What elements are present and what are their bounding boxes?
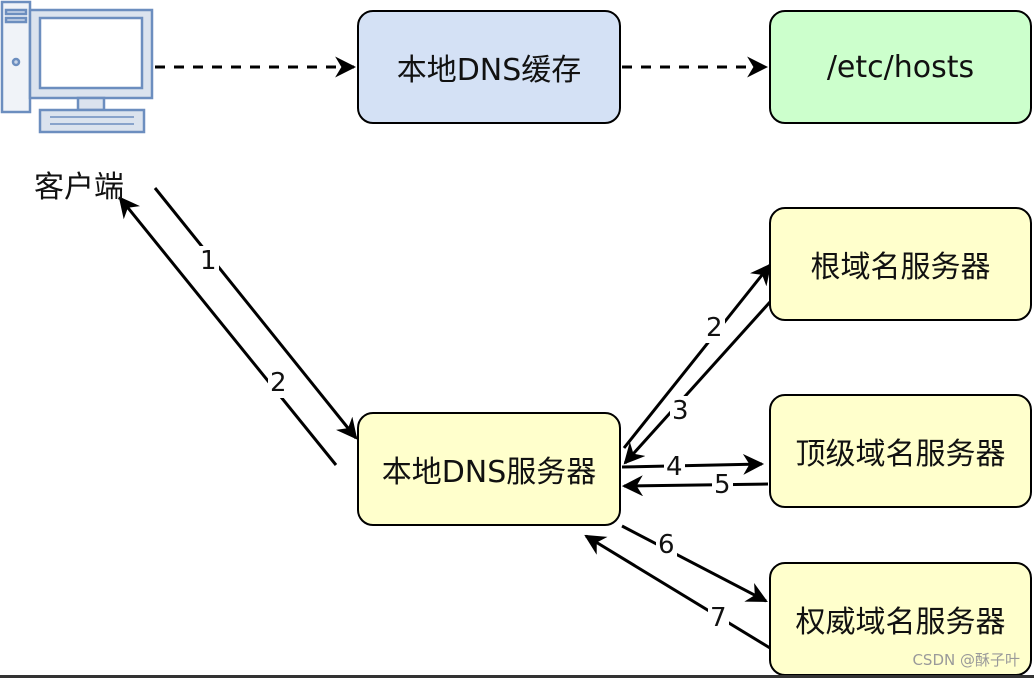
bottom-divider (0, 675, 1034, 678)
edge-local-dns-to-client (118, 196, 338, 466)
edge-local-dns-to-auth (621, 524, 768, 603)
edge-client-to-local-dns (153, 187, 358, 440)
edge-label-2-client: 2 (268, 368, 289, 398)
local-dns-server-node: 本地DNS服务器 (357, 412, 621, 526)
edge-label-4: 4 (664, 452, 685, 482)
edge-label-3: 3 (670, 396, 691, 426)
root-server-node: 根域名服务器 (769, 207, 1032, 321)
hosts-file-node: /etc/hosts (769, 10, 1032, 124)
tld-server-node: 顶级域名服务器 (769, 394, 1032, 508)
watermark: CSDN @酥子叶 (912, 651, 1020, 669)
edge-local-dns-to-root (622, 263, 772, 449)
local-dns-cache-node: 本地DNS缓存 (357, 10, 621, 124)
edge-label-6: 6 (656, 530, 677, 560)
edge-label-2-root: 2 (704, 313, 725, 343)
desktop-computer-icon (0, 0, 154, 134)
edge-root-to-local-dns (623, 300, 772, 465)
authoritative-server-node: 权威域名服务器 (769, 562, 1032, 676)
edge-label-1: 1 (198, 246, 219, 276)
client-label: 客户端 (34, 170, 124, 205)
edge-tld-to-local-dns (621, 475, 769, 497)
edge-local-dns-to-tld (621, 453, 765, 475)
edge-auth-to-local-dns (584, 534, 771, 650)
edge-label-7: 7 (708, 603, 729, 633)
edge-label-5: 5 (712, 470, 733, 500)
